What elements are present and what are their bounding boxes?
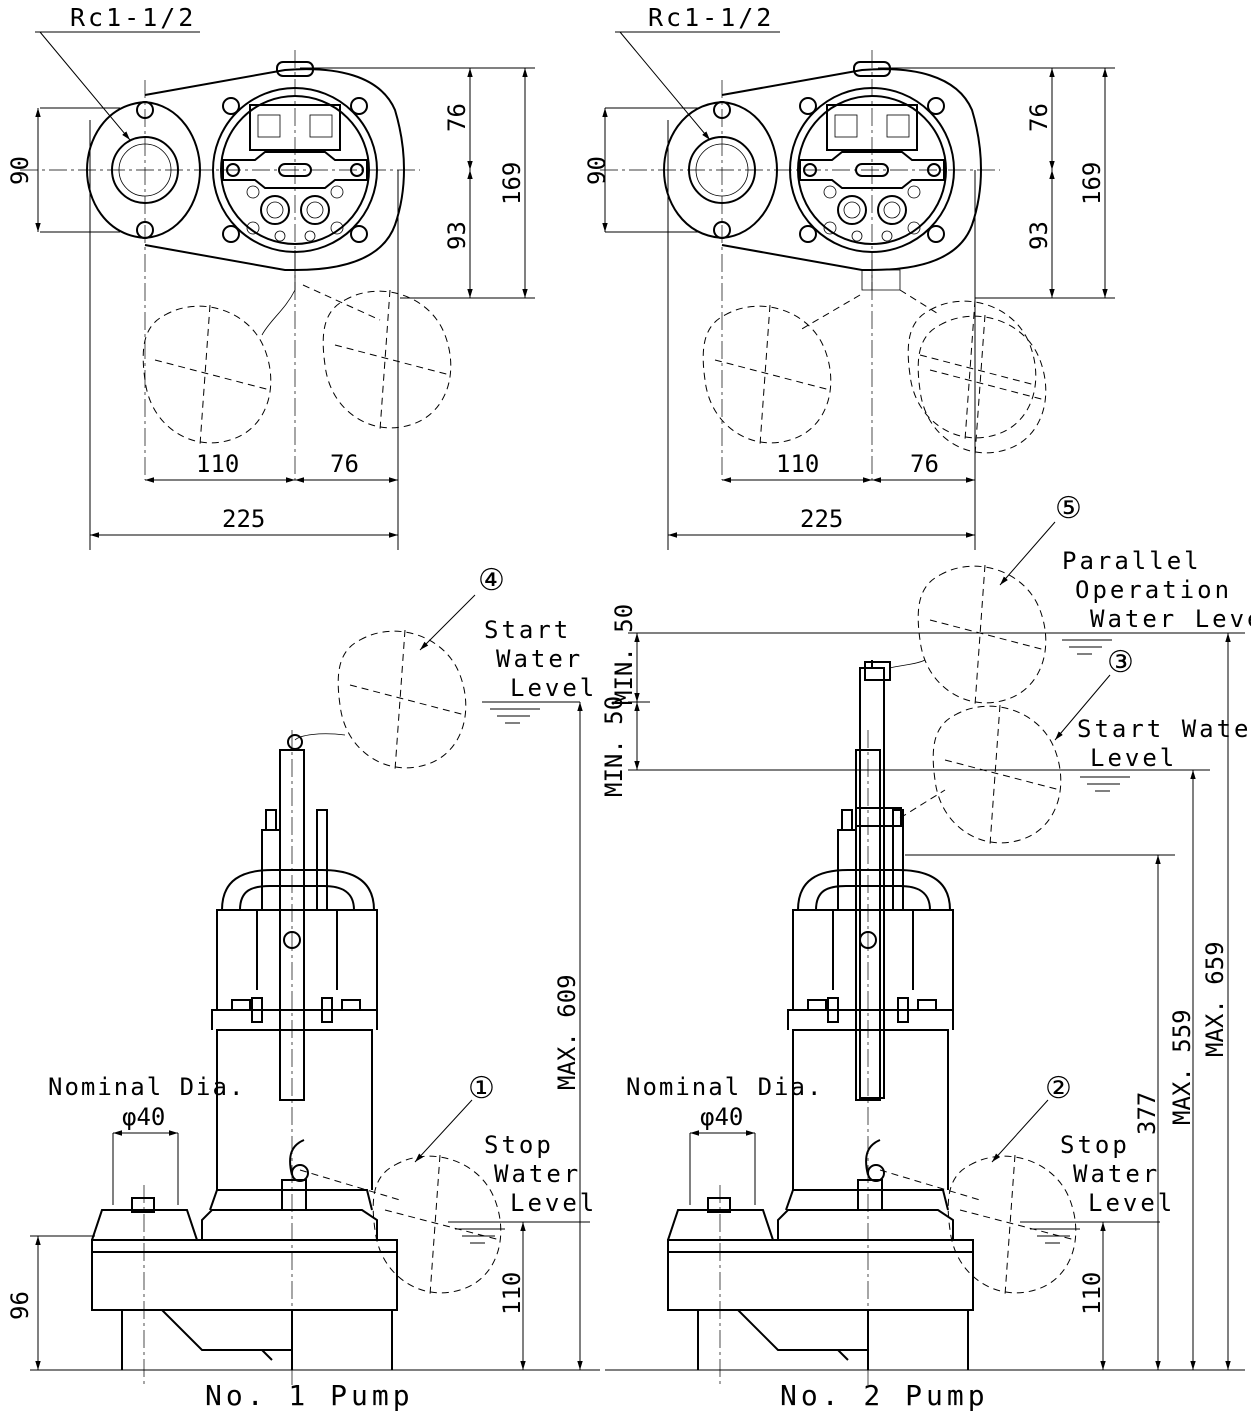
parallel-level-line-1: Parallel: [1062, 547, 1202, 575]
float-stop-marker: ②: [1045, 1071, 1072, 1106]
float-start-marker: ④: [478, 563, 505, 598]
dim-upper: 76: [443, 103, 471, 132]
stop-level-line-3: Level: [1088, 1189, 1175, 1217]
dim-stop-height: 110: [498, 1272, 526, 1315]
stop-level-line-1: Stop: [1060, 1131, 1130, 1159]
pump2-side-view: ⑤ Parallel Operation Water Level ③ Start…: [600, 491, 1251, 1412]
stop-level-line-3: Level: [510, 1189, 597, 1217]
stop-level-line-2: Water: [1073, 1160, 1160, 1188]
dim-max-559: MAX. 559: [1168, 1009, 1196, 1125]
dim-377: 377: [1133, 1092, 1161, 1135]
stop-level-line-2: Water: [494, 1160, 581, 1188]
dim-min-lower: MIN. 50: [600, 696, 628, 797]
dim-right-width: 76: [330, 450, 359, 478]
nominal-label: Nominal Dia.: [48, 1073, 245, 1101]
dim-inlet-height: 90: [6, 156, 34, 185]
start-level-line-1: Start Water: [1077, 715, 1251, 743]
nominal-label: Nominal Dia.: [626, 1073, 823, 1101]
diameter-label: φ40: [700, 1103, 743, 1131]
dim-lower: 93: [1025, 221, 1053, 250]
dim-total-height: 169: [498, 162, 526, 205]
dim-right-width: 76: [910, 450, 939, 478]
dim-stop-height: 110: [1078, 1272, 1106, 1315]
start-level-line-3: Level: [510, 674, 597, 702]
pump1-side-view: ④ Start Water Level ① Stop Water Level N…: [6, 563, 600, 1412]
start-level-line-2: Water: [496, 645, 583, 673]
stop-level-line-1: Stop: [484, 1131, 554, 1159]
dim-total-width: 225: [222, 505, 265, 533]
dim-upper: 76: [1025, 103, 1053, 132]
dim-lower: 93: [443, 221, 471, 250]
dim-total-height: 169: [1078, 162, 1106, 205]
top-view-right: Rc1-1/2 90 76 93 169 110 76 225: [583, 3, 1115, 550]
float-stop-marker: ①: [468, 1071, 495, 1106]
dim-total-width: 225: [800, 505, 843, 533]
thread-label: Rc1-1/2: [70, 3, 196, 32]
dim-max: MAX. 609: [553, 974, 581, 1090]
dim-min-upper: MIN. 50: [610, 604, 638, 705]
float-start-marker: ③: [1107, 645, 1134, 680]
thread-label: Rc1-1/2: [648, 3, 774, 32]
diameter-label: φ40: [122, 1103, 165, 1131]
dim-max-659: MAX. 659: [1201, 941, 1229, 1057]
dim-base-height: 96: [6, 1291, 34, 1320]
start-level-line-1: Start: [484, 616, 571, 644]
dim-left-width: 110: [196, 450, 239, 478]
dim-inlet-height: 90: [583, 156, 611, 185]
pump2-caption: No. 2 Pump: [780, 1379, 989, 1412]
start-level-line-2: Level: [1090, 744, 1177, 772]
parallel-level-line-2: Operation: [1075, 576, 1232, 604]
dim-left-width: 110: [776, 450, 819, 478]
parallel-level-line-3: Water Level: [1090, 605, 1251, 633]
top-view-left: Rc1-1/2 90 76 93 169 110 76 225: [6, 3, 535, 550]
float-parallel-marker: ⑤: [1055, 491, 1082, 526]
pump1-caption: No. 1 Pump: [205, 1379, 414, 1412]
